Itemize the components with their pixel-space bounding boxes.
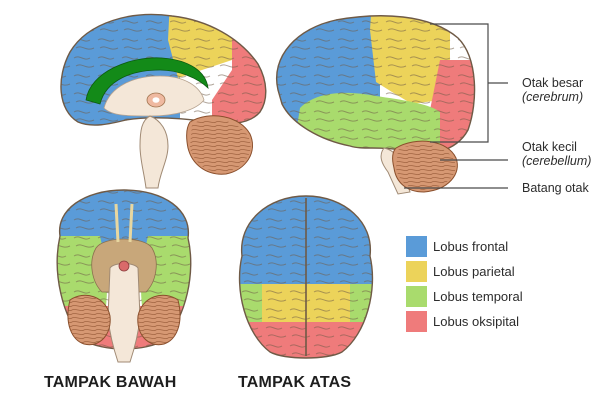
legend-swatch [406, 236, 427, 257]
callout-lines [404, 23, 508, 189]
legend-swatch [406, 286, 427, 307]
label-cerebrum-name: Otak besar [522, 76, 584, 90]
legend-item-temporal: Lobus temporal [406, 284, 523, 309]
label-cerebrum-latin: (cerebrum) [522, 90, 584, 104]
sagittal-brainstem [139, 115, 169, 189]
legend-label: Lobus frontal [433, 239, 509, 254]
legend-swatch [406, 261, 427, 282]
legend-item-parietal: Lobus parietal [406, 259, 523, 284]
label-cerebellum-latin: (cerebellum) [522, 154, 592, 168]
lobe-legend: Lobus frontal Lobus parietal Lobus tempo… [406, 234, 523, 334]
label-cerebellum-name: Otak kecil [522, 140, 577, 154]
legend-item-frontal: Lobus frontal [406, 234, 523, 259]
legend-item-oksipital: Lobus oksipital [406, 309, 523, 334]
sagittal-view [60, 13, 267, 189]
caption-top-view: TAMPAK ATAS [238, 374, 352, 391]
label-brainstem-name: Batang otak [522, 181, 589, 195]
legend-label: Lobus oksipital [433, 314, 519, 329]
lateral-view [275, 15, 476, 195]
top-view [238, 195, 374, 359]
legend-label: Lobus parietal [433, 264, 515, 279]
legend-swatch [406, 311, 427, 332]
label-cerebrum: Otak besar (cerebrum) [522, 76, 583, 104]
caption-bottom-view: TAMPAK BAWAH [44, 374, 177, 391]
bottom-view [56, 189, 192, 363]
legend-label: Lobus temporal [433, 289, 523, 304]
corpus-callosum [85, 57, 209, 105]
label-brainstem: Batang otak [522, 181, 589, 195]
label-cerebellum: Otak kecil (cerebellum) [522, 140, 591, 168]
